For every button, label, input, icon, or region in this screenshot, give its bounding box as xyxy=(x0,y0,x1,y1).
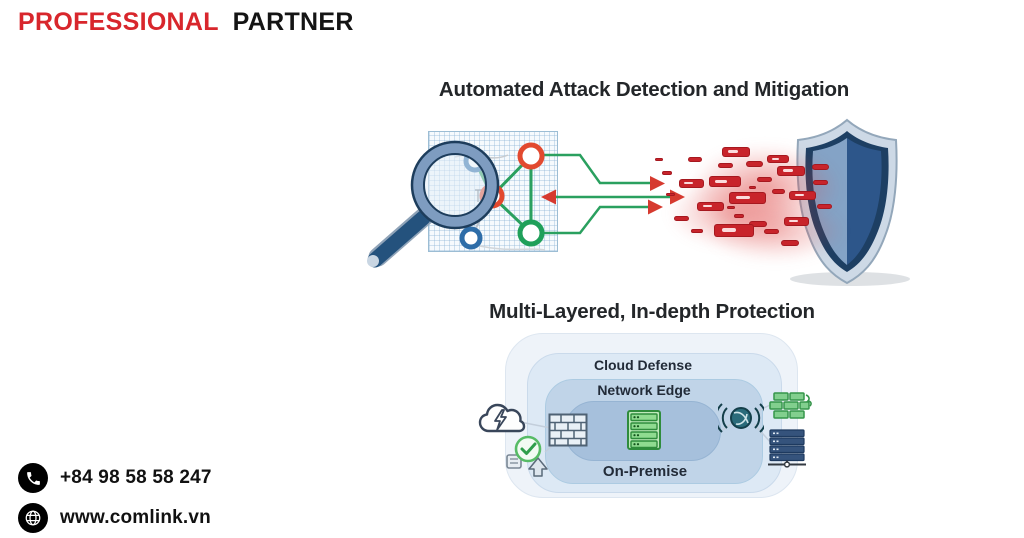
brand-partner: PARTNER xyxy=(232,8,354,36)
cloud-bolt-icon xyxy=(478,403,526,433)
traffic-lines xyxy=(534,153,670,235)
attack-packet xyxy=(727,206,735,209)
attack-packet xyxy=(757,177,772,182)
attack-packet xyxy=(674,216,689,221)
node-green-bottom xyxy=(517,219,545,247)
attack-packet xyxy=(749,186,756,189)
green-firewall-icon xyxy=(769,392,812,419)
network-edge-label: Network Edge xyxy=(597,382,691,398)
phone-icon xyxy=(18,463,48,493)
node-red-top xyxy=(517,142,545,170)
globe-waves-icon xyxy=(718,403,764,433)
node-blue-bottom xyxy=(459,226,483,250)
attack-packet xyxy=(722,147,750,157)
attack-packet xyxy=(718,163,733,168)
attack-glow xyxy=(690,145,840,230)
detection-title: Automated Attack Detection and Mitigatio… xyxy=(438,78,850,101)
attack-packet xyxy=(655,158,663,161)
blue-server-icon xyxy=(768,429,806,468)
server-rack-icon xyxy=(627,410,661,450)
contact-website-row: www.comlink.vn xyxy=(18,503,211,533)
attack-packet xyxy=(772,189,785,194)
brand-lockup: PROFESSIONAL PARTNER xyxy=(18,8,354,37)
attack-packet xyxy=(746,161,763,167)
attack-packet xyxy=(709,176,741,187)
website-url: www.comlink.vn xyxy=(60,507,211,528)
cloud-defense-label: Cloud Defense xyxy=(593,357,693,373)
attack-packet xyxy=(714,224,754,237)
attack-packets xyxy=(650,120,860,270)
protection-title: Multi-Layered, In-depth Protection xyxy=(489,300,815,323)
attack-packet xyxy=(729,192,766,204)
magnifier-icon xyxy=(367,140,500,268)
attack-packet xyxy=(666,193,675,196)
network-graph xyxy=(367,140,685,268)
attack-packet xyxy=(767,155,789,163)
firewall-icon xyxy=(548,413,588,447)
phone-number: +84 98 58 58 247 xyxy=(60,467,212,488)
attack-packet xyxy=(764,229,779,234)
attack-packet xyxy=(691,229,703,233)
attack-packet xyxy=(817,204,832,209)
attack-packet xyxy=(777,166,805,176)
on-premise-label: On-Premise xyxy=(602,463,688,480)
attack-packet xyxy=(697,202,724,211)
globe-icon xyxy=(18,503,48,533)
attack-packet xyxy=(813,180,828,185)
shield-check-icon xyxy=(506,435,548,477)
attack-packet xyxy=(734,214,744,218)
attack-packet xyxy=(789,191,816,200)
brand-professional: PROFESSIONAL xyxy=(18,8,219,36)
sketch-line-2 xyxy=(474,244,546,251)
attack-packet xyxy=(784,217,809,226)
attack-packet xyxy=(662,171,672,175)
attack-packet xyxy=(781,240,799,246)
contact-phone-row: +84 98 58 58 247 xyxy=(18,463,212,493)
attack-packet xyxy=(688,157,702,162)
attack-packet xyxy=(812,164,829,170)
attack-packet xyxy=(679,179,704,188)
